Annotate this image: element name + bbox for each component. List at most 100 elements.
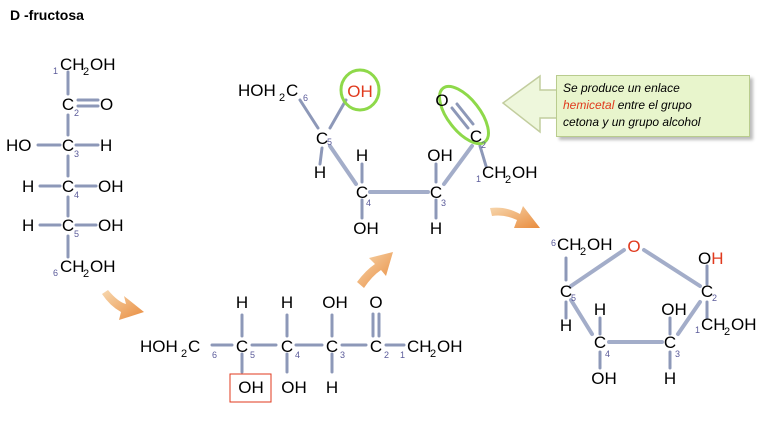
atom-label: OH <box>98 177 124 196</box>
subscript: 2 <box>83 268 89 280</box>
atom-label: H <box>356 146 368 165</box>
carbon-number: 1 <box>476 174 481 184</box>
atom-label: CH <box>557 235 582 254</box>
callout-note: Se produce un enlace hemicetal entre el … <box>556 75 750 137</box>
carbon-number: 6 <box>53 268 58 278</box>
atom-label: H <box>664 369 676 388</box>
hydroxyl-highlight-box <box>229 373 272 403</box>
atom-label: OH <box>98 216 124 235</box>
atom-label: C <box>326 337 338 356</box>
subscript: 2 <box>580 246 586 258</box>
carbon-number: 2 <box>384 350 389 360</box>
atom-label: C <box>430 183 442 202</box>
carbon-number: 3 <box>74 149 79 159</box>
subscript: 2 <box>279 92 285 104</box>
atom-label: C <box>286 81 298 100</box>
carbon-number: 4 <box>605 349 610 359</box>
atom-label: C <box>560 282 572 301</box>
atom-label: OH <box>90 55 116 74</box>
atom-label: OH <box>731 315 757 334</box>
carbon-number: 5 <box>571 293 576 303</box>
carbon-number: 2 <box>712 293 717 303</box>
carbon-number: 3 <box>675 349 680 359</box>
callout-line: cetona y un grupo alcohol <box>563 115 701 129</box>
double-bond-line <box>455 102 475 126</box>
bond <box>318 146 324 166</box>
arrow-1 <box>102 290 144 320</box>
atom-label: CH <box>60 257 85 276</box>
subscript: 2 <box>724 326 730 338</box>
subscript: 2 <box>83 66 89 78</box>
atom-label: CH <box>60 55 85 74</box>
atom-label: H <box>22 177 34 196</box>
atom-label: C <box>370 337 382 356</box>
subscript: 2 <box>181 348 187 360</box>
atom-label: H <box>430 219 442 238</box>
atom-label: C <box>62 95 74 114</box>
atom-label: H <box>314 163 326 182</box>
carbon-number: 6 <box>303 93 308 103</box>
atom-label: H <box>22 216 34 235</box>
atom-label: C <box>188 337 200 356</box>
atom-label: C <box>236 337 248 356</box>
atom-label: OH <box>90 257 116 276</box>
atom-label: OH <box>427 146 453 165</box>
carbon-number: 6 <box>212 350 217 360</box>
page-title: D -fructosa <box>10 7 84 23</box>
carbon-number: 4 <box>295 350 300 360</box>
hydroxyl-highlight-circle <box>339 68 381 112</box>
arrow-3 <box>490 206 540 228</box>
haworth-ring: 6 CH 2 OH O OH C 5 H C 2 1 CH 2 OH H C 4… <box>551 235 757 388</box>
atom-label: O <box>100 95 113 114</box>
subscript: 2 <box>505 174 511 186</box>
atom-label: OH <box>281 378 307 397</box>
atom-label: H <box>100 136 112 155</box>
callout-line: Se produce un enlace <box>563 81 680 95</box>
carbon-number: 4 <box>74 190 79 200</box>
fischer-projection: 1 CH 2 OH C 2 O HO C 3 H H C 4 OH H C 5 … <box>6 55 124 280</box>
callout-pointer-arrow <box>501 74 561 134</box>
carbon-number: 5 <box>250 350 255 360</box>
atom-label: H <box>560 316 572 335</box>
arrow-2 <box>357 252 393 288</box>
atom-label: C <box>62 136 74 155</box>
bond <box>569 248 626 288</box>
atom-label: HO <box>6 136 32 155</box>
callout-text: entre el grupo <box>614 98 692 112</box>
atom-label: OH <box>591 369 617 388</box>
bond <box>478 144 488 168</box>
atom-label: C <box>316 129 328 148</box>
atom-label: OH <box>587 235 613 254</box>
carbon-number: 6 <box>551 238 556 248</box>
atom-label: C <box>470 127 482 146</box>
carbon-number: 1 <box>53 66 58 76</box>
atom-label: C <box>594 333 606 352</box>
atom-label: OH <box>238 378 264 397</box>
atom-label: OH <box>512 163 538 182</box>
atom-label: H <box>236 293 248 312</box>
atom-label: OH <box>661 300 687 319</box>
atom-label: C <box>701 282 713 301</box>
callout-highlight: hemicetal <box>563 98 615 112</box>
atom-label: OH <box>322 293 348 312</box>
bond <box>328 98 348 130</box>
atom-label: OH <box>347 82 373 101</box>
carbon-number: 4 <box>366 198 371 208</box>
carbon-number: 2 <box>74 108 79 118</box>
bond <box>328 144 358 186</box>
atom-label: O <box>698 249 711 268</box>
atom-label: O <box>369 293 382 312</box>
bond <box>569 298 594 336</box>
subscript: 2 <box>430 348 436 360</box>
atom-label: C <box>281 337 293 356</box>
carbon-number: 2 <box>481 140 486 150</box>
atom-label: O <box>435 91 448 110</box>
carbon-number: 5 <box>74 229 79 239</box>
atom-label: CH <box>482 163 507 182</box>
carbon-number: 1 <box>400 350 405 360</box>
atom-label: C <box>356 183 368 202</box>
atom-label: C <box>664 333 676 352</box>
atom-label: C <box>62 216 74 235</box>
atom-label: HOH <box>140 337 178 356</box>
